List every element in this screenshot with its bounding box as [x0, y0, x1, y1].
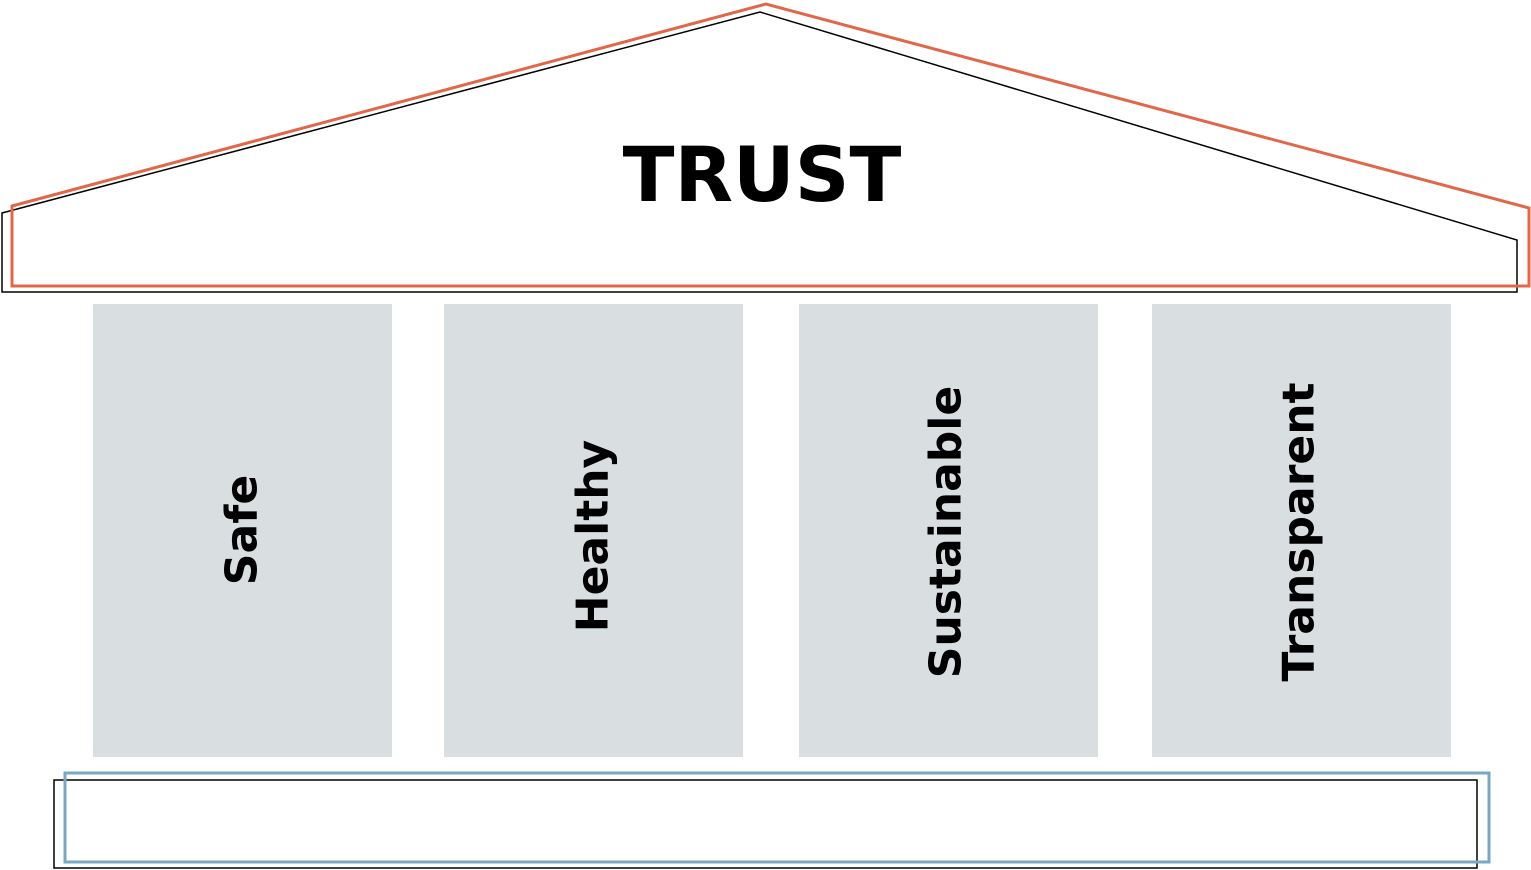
pillar-safe-label: Safe [217, 475, 268, 585]
pillars: Safe Healthy Sustainable Transparent [93, 304, 1451, 757]
pillar-healthy: Healthy [444, 304, 743, 757]
roof-title: TRUST [623, 130, 902, 219]
pillar-healthy-column [444, 304, 743, 757]
roof-outline-accent [10, 2, 1531, 288]
foundation [53, 771, 1491, 869]
pillar-sustainable: Sustainable [799, 304, 1098, 757]
foundation-outline-accent [63, 771, 1491, 864]
pillar-safe: Safe [93, 304, 392, 757]
pillar-transparent: Transparent [1152, 304, 1451, 757]
pillar-safe-column [93, 304, 392, 757]
pillar-transparent-column [1152, 304, 1451, 757]
pillar-transparent-label: Transparent [1274, 382, 1325, 681]
pillar-sustainable-label: Sustainable [921, 386, 972, 678]
pillar-sustainable-column [799, 304, 1098, 757]
roof: TRUST [1, 2, 1531, 293]
roof-outline-black [1, 11, 1518, 293]
foundation-outline-black [53, 779, 1478, 869]
pillar-healthy-label: Healthy [568, 440, 619, 632]
